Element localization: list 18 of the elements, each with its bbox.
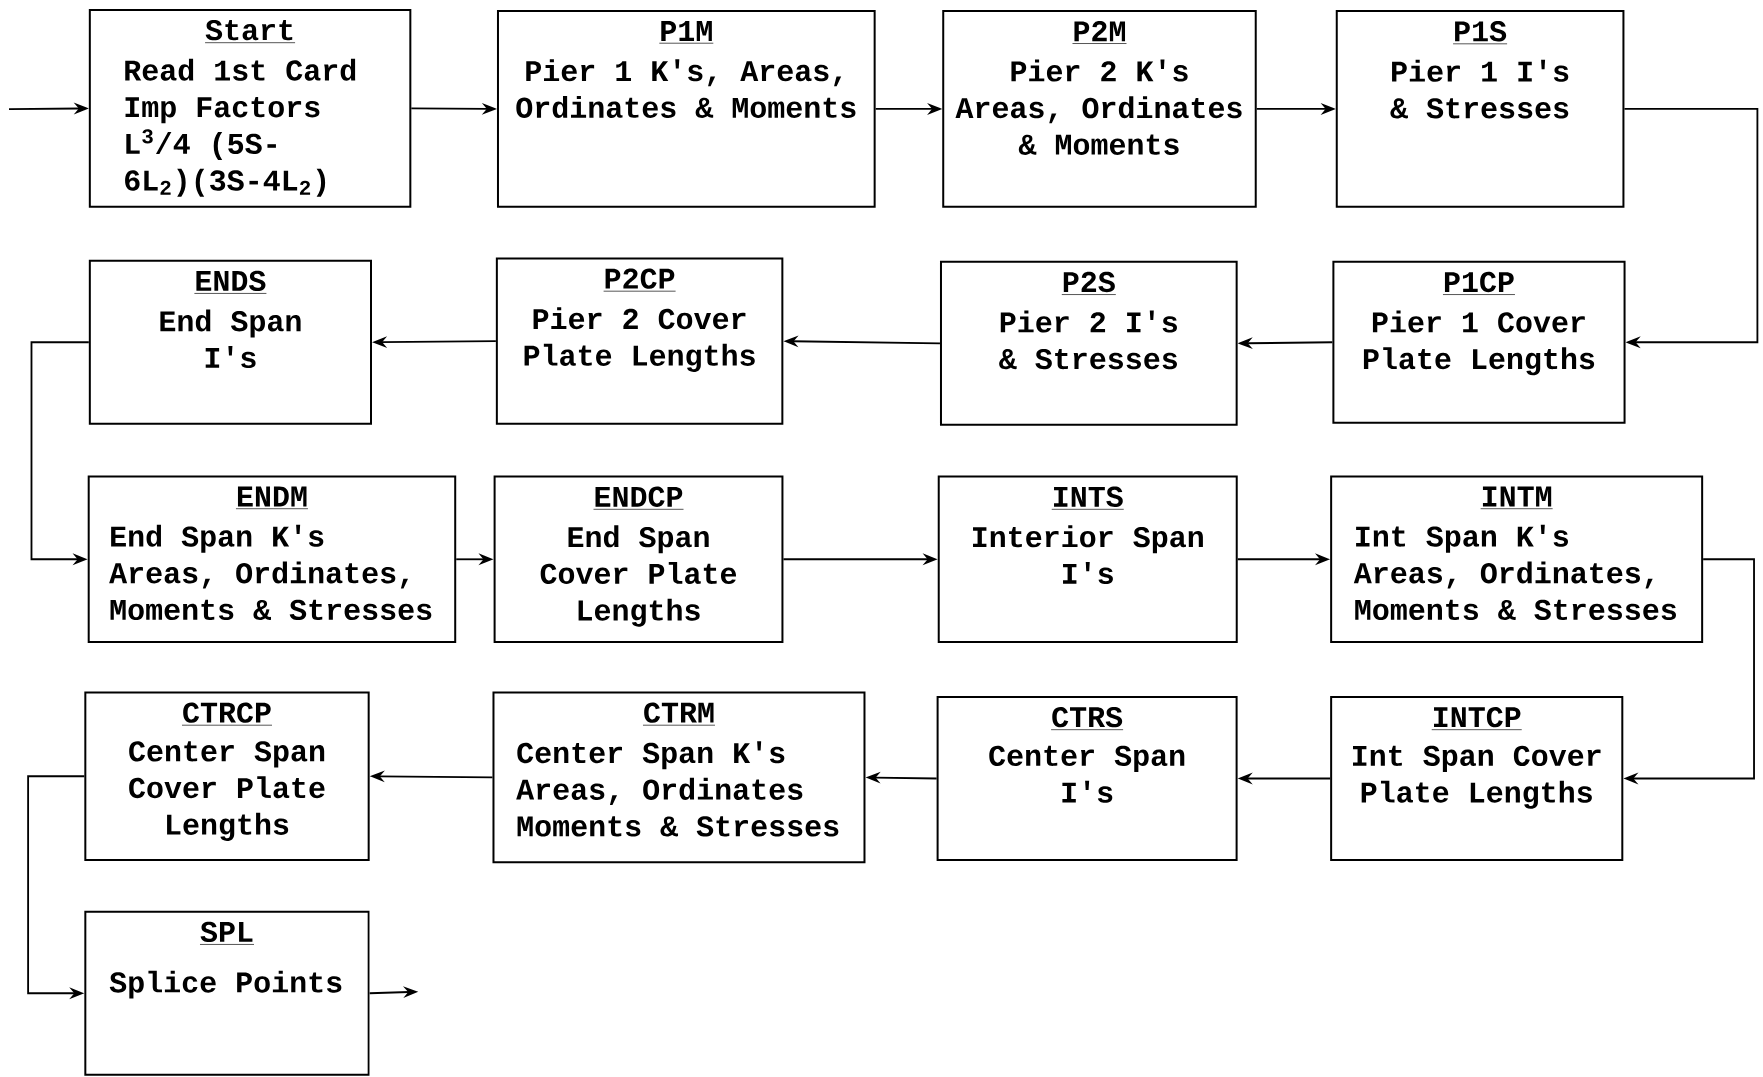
process-box: P2S Pier 2 I's & Stresses — [940, 260, 1238, 426]
process-box: CTRS Center Span I's — [936, 695, 1238, 861]
arrow — [1623, 107, 1759, 349]
process-box: P2CP Pier 2 Cover Plate Lengths — [495, 257, 784, 425]
process-box: P1CP Pier 1 Cover Plate Lengths — [1332, 260, 1626, 424]
process-box: SPL Splice Points — [84, 910, 370, 1076]
process-box: INTCP Int Span Cover Plate Lengths — [1330, 695, 1624, 861]
process-box: CTRM Center Span K's Areas, Ordinates Moments & Stresses — [492, 691, 866, 864]
process-box: ENDCP End Span Cover Plate Lengths — [493, 475, 784, 643]
process-box: INTM Int Span K's Areas, Ordinates, Moments & Stresses — [1330, 475, 1704, 643]
process-box: P2M Pier 2 K's Areas, Ordinates & Moments — [942, 10, 1257, 208]
process-box: P1S Pier 1 I's & Stresses — [1335, 10, 1625, 208]
process-box: P1M Pier 1 K's, Areas, Ordinates & Moments — [497, 10, 876, 208]
process-box: ENDM End Span K's Areas, Ordinates, Moments & Stresses — [87, 475, 457, 643]
process-box: Start Read 1st Card Imp Factors L$^{3}$/4 (5S-6L$_{2}$)(3S-4L$_{2}$) — [88, 8, 412, 208]
process-box: CTRCP Center Span Cover Plate Lengths — [84, 691, 370, 861]
process-box: ENDS End Span I's — [88, 259, 372, 425]
process-box: INTS Interior Span I's — [937, 475, 1238, 643]
